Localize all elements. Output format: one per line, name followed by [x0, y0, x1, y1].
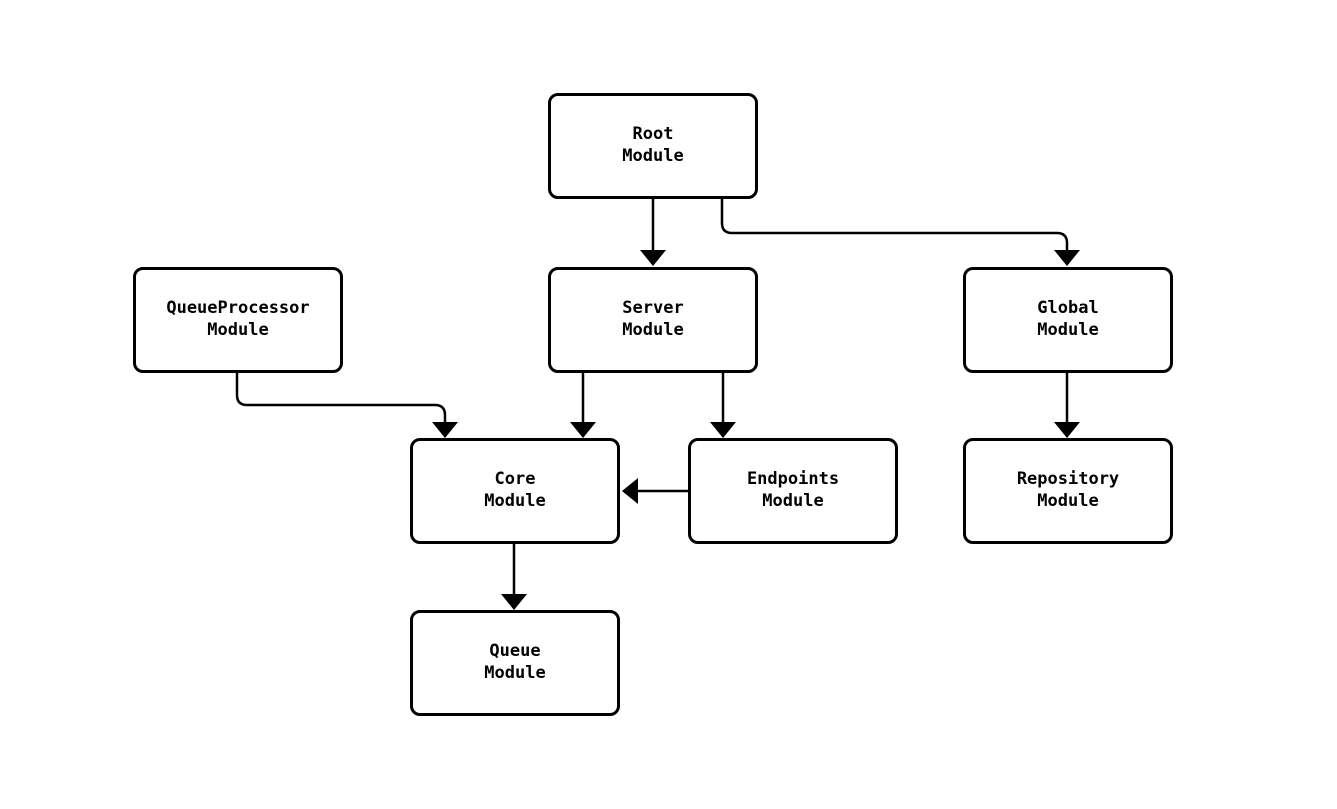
edge-core-to-queue: [501, 544, 527, 610]
edge-server-to-endpoints: [710, 373, 736, 438]
node-repository-module-label: Repository Module: [1016, 469, 1120, 511]
node-server-module-label: Server Module: [622, 298, 684, 340]
edge-global-to-repository: [1054, 373, 1080, 438]
edge-root-to-server: [640, 199, 666, 266]
node-queueprocessor-module-label: QueueProcessor Module: [166, 298, 310, 340]
edge-endpoints-to-core: [622, 478, 688, 504]
node-endpoints-module-label: Endpoints Module: [746, 469, 840, 511]
node-queue-module: Queue Module: [410, 610, 620, 716]
edge-server-to-core: [570, 373, 596, 438]
edge-queueprocessor-to-core: [235, 373, 458, 438]
node-core-module-label: Core Module: [484, 469, 546, 511]
node-server-module: Server Module: [548, 267, 758, 373]
node-queueprocessor-module: QueueProcessor Module: [133, 267, 343, 373]
node-queue-module-label: Queue Module: [484, 641, 546, 683]
node-root-module-label: Root Module: [622, 124, 684, 166]
edge-root-to-global: [720, 199, 1080, 266]
node-global-module-label: Global Module: [1037, 298, 1099, 340]
node-root-module: Root Module: [548, 93, 758, 199]
node-core-module: Core Module: [410, 438, 620, 544]
node-endpoints-module: Endpoints Module: [688, 438, 898, 544]
node-global-module: Global Module: [963, 267, 1173, 373]
node-repository-module: Repository Module: [963, 438, 1173, 544]
